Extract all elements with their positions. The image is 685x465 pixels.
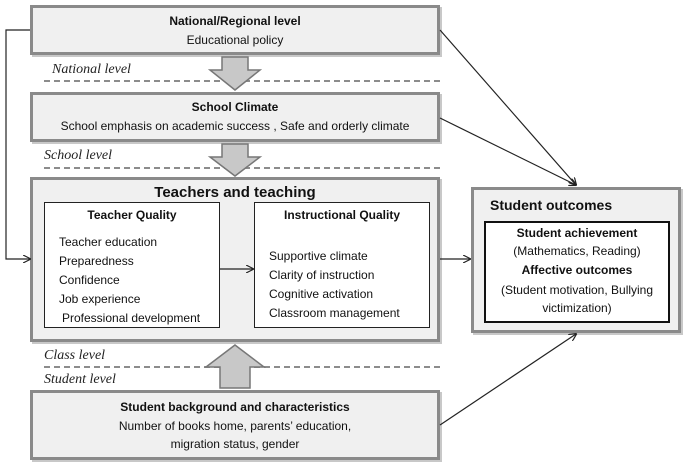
teachers-teaching-title: Teachers and teaching — [154, 184, 316, 201]
background-to-outcomes-arrow — [439, 334, 576, 426]
student-achievement-title: Student achievement — [516, 226, 638, 240]
outcomes-detail-box: Student achievement (Mathematics, Readin… — [484, 221, 670, 323]
list-item: Clarity of instruction — [269, 268, 375, 282]
instructional-quality-title: Instructional Quality — [283, 208, 400, 222]
affective-outcomes-line2: victimization) — [542, 301, 612, 315]
school-level-divider — [44, 167, 440, 169]
class-level-divider — [44, 366, 440, 368]
school-to-outcomes-arrow — [439, 117, 576, 185]
school-climate-title: School Climate — [191, 100, 279, 114]
class-level-label: Class level — [44, 348, 106, 363]
teacher-quality-list: Teacher education Preparedness Confidenc… — [59, 233, 200, 328]
student-level-label: Student level — [44, 372, 116, 387]
national-to-outcomes-arrow — [439, 29, 576, 185]
student-achievement-detail: (Mathematics, Reading) — [513, 244, 641, 258]
list-item: Supportive climate — [269, 249, 368, 263]
national-regional-title: National/Regional level — [169, 14, 301, 28]
list-item: Cognitive activation — [269, 287, 374, 301]
school-climate-box: School Climate School emphasis on academ… — [30, 92, 440, 142]
school-level-label: School level — [44, 148, 113, 163]
educational-policy-text: Educational policy — [186, 33, 284, 47]
instructional-quality-box: Instructional Quality Supportive climate… — [254, 202, 430, 328]
student-outcomes-title: Student outcomes — [490, 197, 613, 213]
list-item: Classroom management — [269, 306, 400, 320]
student-background-line1: Number of books home, parents’ education… — [118, 419, 352, 433]
list-item: Confidence — [59, 273, 120, 287]
national-to-teachers-arrow — [5, 29, 30, 259]
teacher-quality-box: Teacher Quality Teacher education Prepar… — [44, 202, 220, 328]
list-item: Job experience — [59, 292, 141, 306]
school-to-teachers-block-arrow — [207, 143, 263, 177]
national-to-school-block-arrow — [207, 56, 263, 91]
instructional-quality-list: Supportive climate Clarity of instructio… — [269, 247, 400, 323]
student-background-line2: migration status, gender — [170, 437, 300, 451]
affective-outcomes-title: Affective outcomes — [521, 263, 633, 277]
national-regional-box: National/Regional level Educational poli… — [30, 5, 440, 55]
affective-outcomes-line1: (Student motivation, Bullying — [500, 283, 654, 297]
student-background-box: Student background and characteristics N… — [30, 390, 440, 460]
list-item: Professional development — [62, 311, 201, 325]
list-item: Teacher education — [59, 235, 158, 249]
school-climate-description: School emphasis on academic success , Sa… — [60, 119, 410, 133]
national-level-divider — [44, 80, 440, 82]
national-level-label: National level — [52, 62, 131, 77]
teacher-quality-title: Teacher Quality — [87, 208, 177, 222]
list-item: Preparedness — [59, 254, 134, 268]
student-background-title: Student background and characteristics — [120, 400, 350, 414]
